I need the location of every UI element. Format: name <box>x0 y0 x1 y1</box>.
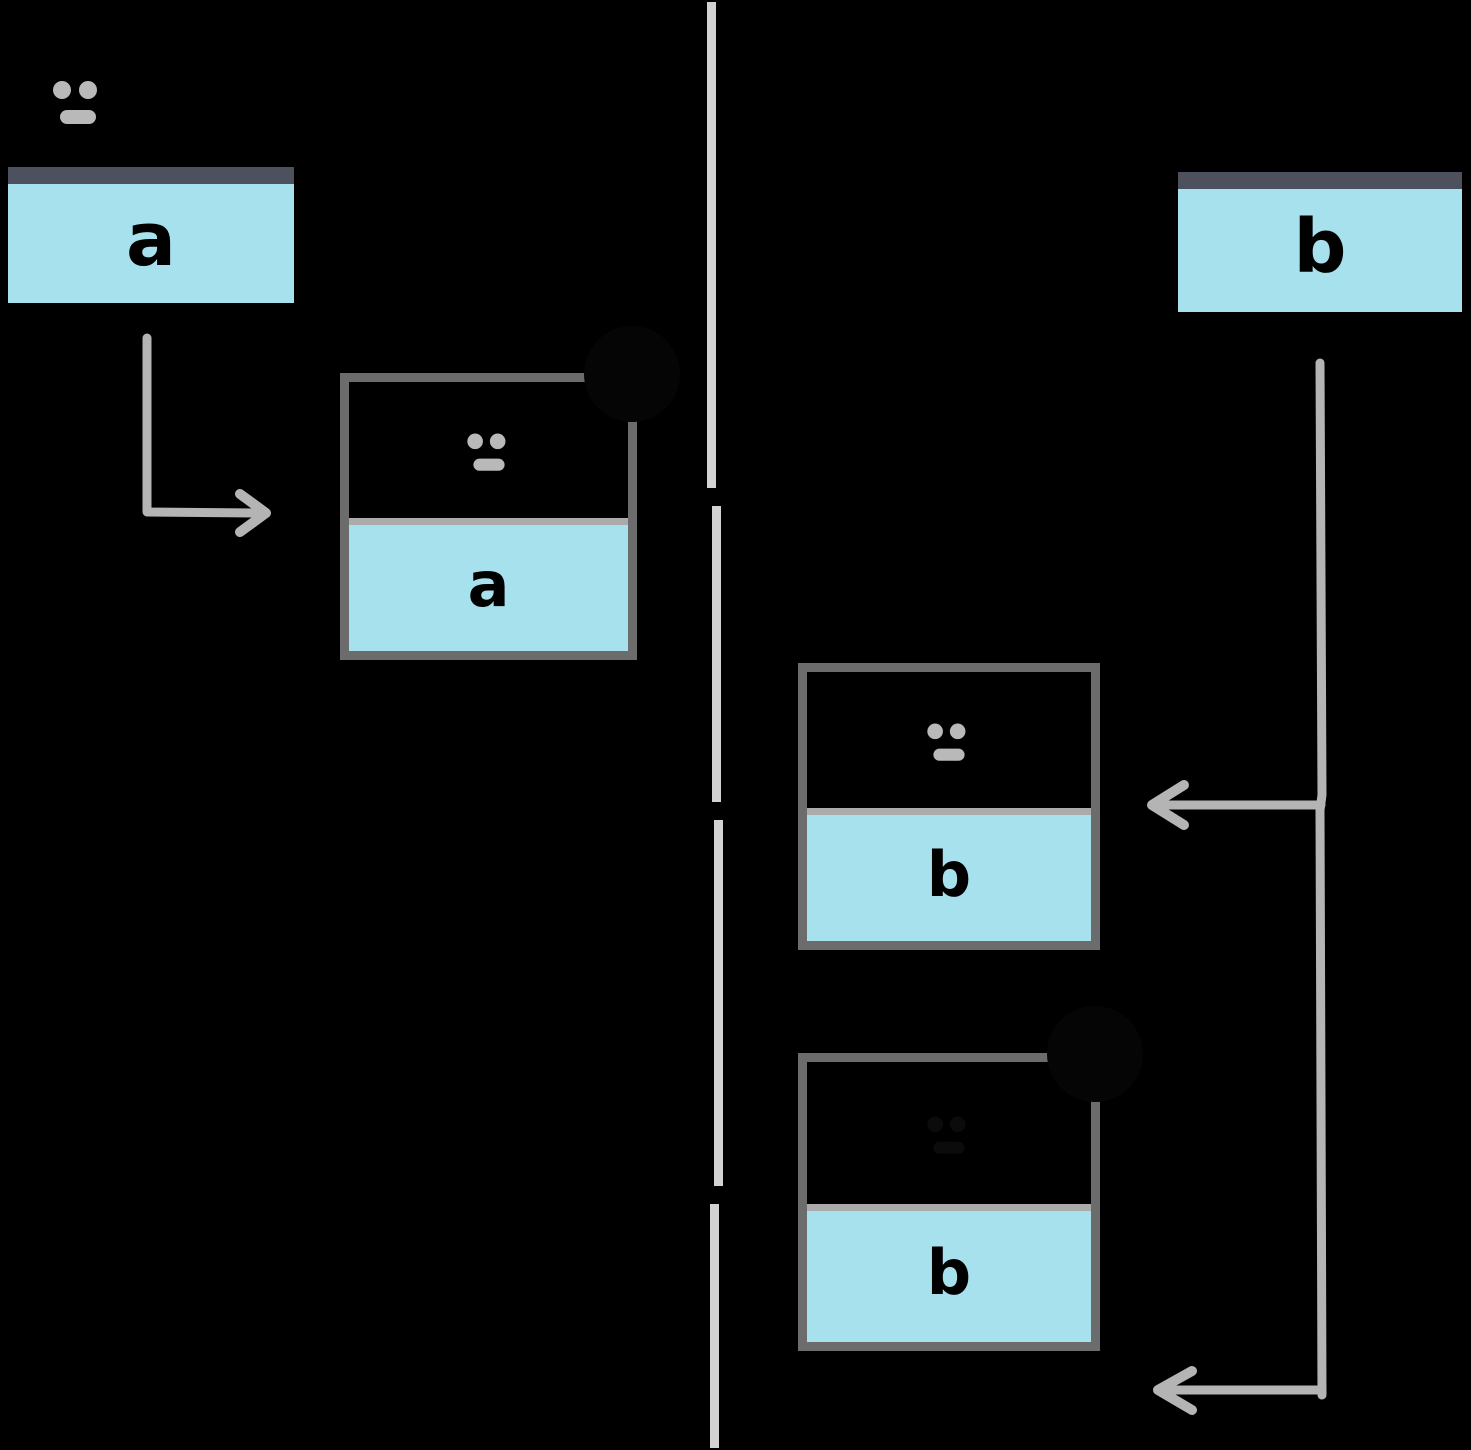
neutral-face-dotted-icon <box>18 40 138 160</box>
neutral-face-dotted-icon <box>897 688 1001 792</box>
right-state-box-1-bottom: b <box>807 815 1091 941</box>
neutral-face-dotted-icon <box>437 398 541 502</box>
neutral-face-dotted-icon <box>897 1081 1001 1185</box>
lane-divider-segment <box>710 1204 719 1448</box>
left-state-box[interactable]: a <box>340 326 680 660</box>
lane-divider-segment <box>712 506 721 802</box>
right-branch-arrows <box>1147 358 1327 1415</box>
right-state-box-2-top <box>807 1062 1091 1211</box>
left-header-label-row <box>18 40 152 160</box>
right-state-box-1[interactable]: b <box>798 663 1100 950</box>
lane-divider-segment <box>707 2 716 488</box>
left-state-box-bottom: a <box>349 525 628 651</box>
right-state-box-1-top <box>807 672 1091 816</box>
left-state-corner-badge <box>584 326 680 422</box>
right-state-box-2-bottom: b <box>807 1210 1091 1342</box>
right-state-2-letter: b <box>926 1236 972 1310</box>
left-state-box-top <box>349 382 628 526</box>
right-state-box-2[interactable]: b <box>798 1006 1143 1351</box>
right-header-card[interactable]: b <box>1178 172 1462 312</box>
right-state-1-letter: b <box>926 838 972 912</box>
left-header-card-letter: a <box>126 196 176 283</box>
right-state-2-corner-badge <box>1047 1006 1143 1102</box>
lane-divider-segment <box>714 820 723 1186</box>
left-state-letter: a <box>467 548 510 622</box>
left-elbow-arrow <box>142 333 271 537</box>
right-header-card-letter: b <box>1293 203 1347 290</box>
left-header-card[interactable]: a <box>8 167 294 303</box>
